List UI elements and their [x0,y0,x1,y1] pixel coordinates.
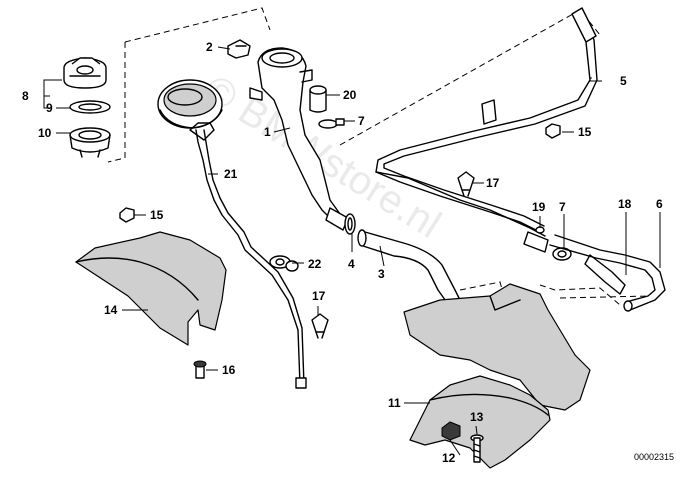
callout-4: 4 [348,257,355,271]
callout-7-lower: 7 [559,200,566,214]
bolt-13 [470,434,484,463]
callout-labels: 8 9 10 2 20 7 1 5 15 15 17 21 19 7 18 6 … [22,40,663,465]
nut-15b [119,207,135,223]
callout-12: 12 [442,451,456,465]
callout-18: 18 [618,197,632,211]
assembly-frame-filler-cap [107,7,271,163]
filler-neck [249,47,349,231]
hose-clamp-4 [344,213,356,235]
connector-19 [523,226,549,253]
hose-18 [584,254,626,295]
screw-16 [193,360,207,379]
callout-7-upper: 7 [358,114,365,128]
callout-10: 10 [38,126,52,140]
callout-20: 20 [343,88,357,102]
tank-shield-11 [409,375,551,469]
callout-6: 6 [656,197,663,211]
nut-15a [545,123,561,139]
callout-22: 22 [308,257,322,271]
heat-shield-14 [75,231,227,346]
callout-17-upper: 17 [486,176,500,190]
callout-21: 21 [224,167,238,181]
callout-1: 1 [264,125,271,139]
callout-9: 9 [46,101,53,115]
filler-seal-ring [157,79,223,129]
callout-13: 13 [470,410,484,424]
callout-17-lower: 17 [312,289,326,303]
fuel-tank [403,283,591,411]
callout-11: 11 [388,396,401,410]
vent-line-upper [375,171,546,237]
filler-cap [63,57,107,89]
callout-15-upper: 15 [578,125,592,139]
clip-17a [457,171,475,197]
nut-12 [441,421,461,441]
filler-cap-gasket [69,100,111,114]
callout-3: 3 [378,267,385,281]
sleeve-20 [309,85,327,113]
hose-6 [549,234,666,312]
callout-5: 5 [620,74,627,88]
diagram-reference-number: 00002315 [634,452,674,462]
clamp-7a [318,118,345,129]
callout-2: 2 [206,40,213,54]
callout-15-left: 15 [150,208,164,222]
clip-2 [227,39,251,59]
assembly-frame-vent-line [339,9,601,146]
leader-lines [43,46,661,456]
callout-8: 8 [22,89,29,103]
callout-16: 16 [222,363,236,377]
callout-19: 19 [532,200,546,214]
vent-line-5 [375,7,598,233]
clip-17b [311,313,329,339]
vent-hose-21 [189,122,307,389]
filler-cap-ring [69,127,111,158]
filler-hose-3 [357,229,461,305]
callout-14: 14 [104,303,118,317]
